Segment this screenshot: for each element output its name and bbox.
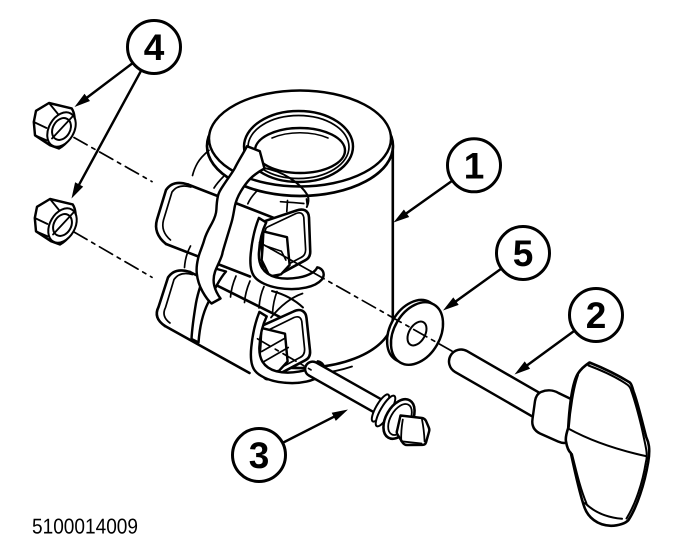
svg-text:5: 5 [513,233,534,274]
svg-text:3: 3 [249,435,270,476]
svg-text:1: 1 [464,146,485,187]
svg-text:5100014009: 5100014009 [32,515,138,539]
svg-text:2: 2 [586,295,607,336]
svg-text:4: 4 [144,27,165,68]
